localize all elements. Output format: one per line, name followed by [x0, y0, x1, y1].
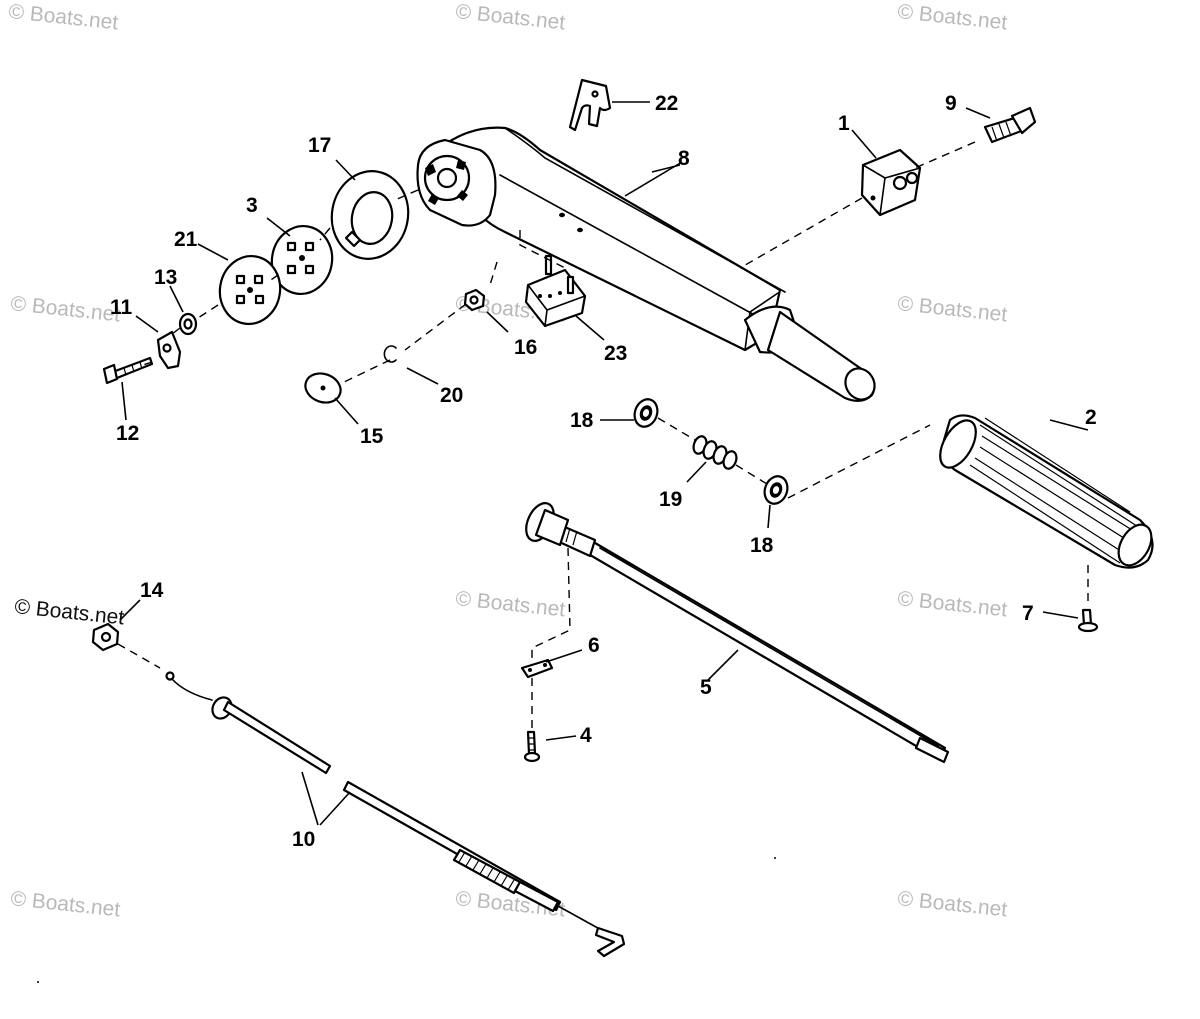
callout-3: 3: [246, 194, 258, 217]
callout-labels: 22 8 1 9 17 3 21 13 11 12 16 23 20 15 18…: [110, 92, 1097, 851]
part-12-bolt[interactable]: [102, 356, 154, 385]
stray-dot: [774, 857, 776, 859]
callout-11: 11: [110, 296, 133, 319]
callout-20: 20: [440, 384, 463, 407]
part-16-nut[interactable]: [463, 288, 486, 312]
callout-6: 6: [588, 634, 600, 657]
callout-15: 15: [360, 425, 384, 448]
callout-14: 14: [140, 579, 164, 602]
part-2-grip[interactable]: [933, 414, 1158, 571]
callout-13: 13: [154, 266, 177, 289]
assembly-lines: [117, 141, 1089, 728]
watermark: © Boats.net: [896, 587, 1008, 621]
watermark: © Boats.net: [9, 887, 121, 921]
callout-18-lower: 18: [750, 534, 774, 557]
part-11-bracket[interactable]: [156, 330, 182, 370]
callout-1: 1: [838, 112, 850, 135]
callout-17: 17: [308, 134, 331, 157]
callout-18-upper: 18: [570, 409, 594, 432]
watermark: © Boats.net: [9, 292, 121, 326]
callout-10: 10: [292, 828, 315, 851]
part-23-switch[interactable]: [524, 254, 587, 328]
part-14-nut[interactable]: [91, 622, 120, 652]
watermark: © Boats.net: [896, 292, 1008, 326]
part-18-washer-upper[interactable]: [631, 396, 661, 430]
part-18-washer-lower[interactable]: [761, 473, 791, 507]
watermark: © Boats.net: [454, 0, 566, 34]
part-22-clip[interactable]: [568, 78, 612, 132]
callout-12: 12: [116, 422, 139, 445]
part-9-screw[interactable]: [983, 106, 1037, 144]
watermark: © Boats.net: [454, 587, 566, 621]
part-20-clip-ring[interactable]: [383, 345, 397, 363]
stray-dot: [37, 981, 39, 983]
callout-5: 5: [700, 676, 712, 699]
callout-19: 19: [659, 488, 682, 511]
watermark: © Boats.net: [896, 887, 1008, 921]
part-6-tab[interactable]: [520, 658, 554, 679]
callout-22: 22: [655, 92, 678, 115]
part-21-disc[interactable]: [215, 251, 286, 328]
part-17-ring[interactable]: [325, 165, 415, 265]
callout-9: 9: [945, 92, 957, 115]
callout-4: 4: [580, 724, 592, 747]
part-3-plate[interactable]: [267, 221, 338, 298]
part-10-cable[interactable]: [165, 671, 626, 958]
callout-16: 16: [514, 336, 537, 359]
watermark: © Boats.net: [896, 0, 1008, 34]
watermark: © Boats.net: [7, 0, 119, 34]
part-1-block[interactable]: [860, 148, 922, 217]
part-19-spring[interactable]: [691, 434, 738, 470]
callout-23: 23: [604, 342, 627, 365]
part-8-tiller-handle[interactable]: [416, 126, 881, 405]
part-4-screw[interactable]: [523, 730, 541, 763]
part-5-rod[interactable]: [521, 499, 950, 764]
callout-2: 2: [1085, 406, 1097, 429]
callout-8: 8: [678, 147, 690, 170]
callout-7: 7: [1022, 602, 1034, 625]
part-15-flat-washer[interactable]: [301, 369, 344, 408]
part-7-screw[interactable]: [1077, 608, 1099, 633]
part-13-washer[interactable]: [178, 312, 198, 336]
callout-21: 21: [174, 228, 198, 251]
leader-lines: [119, 101, 1089, 826]
